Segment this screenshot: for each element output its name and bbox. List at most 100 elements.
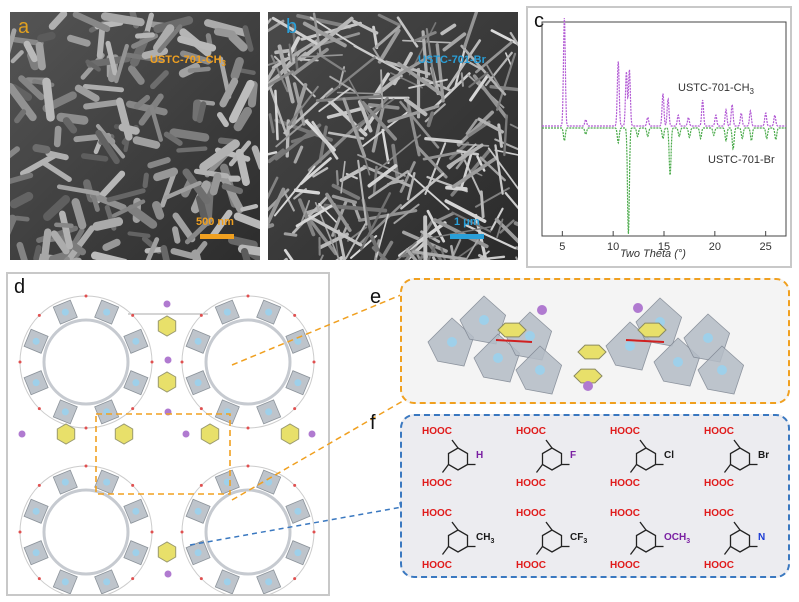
crystal-rod xyxy=(335,169,339,186)
oxygen-atom xyxy=(293,407,297,411)
crystal-rod xyxy=(318,202,337,223)
panel-letter-b: b xyxy=(286,16,298,38)
crystal-rod xyxy=(268,151,278,156)
crystal-rod xyxy=(54,222,74,229)
crystal-rod xyxy=(10,82,37,122)
substituent-label: Br xyxy=(758,450,770,461)
crystal-rod xyxy=(367,164,398,188)
crystal-rod xyxy=(268,70,295,88)
cage-pore xyxy=(42,488,130,576)
crystal-rod xyxy=(14,215,30,222)
oxygen-atom xyxy=(293,483,297,487)
crystal-rod xyxy=(490,29,518,46)
crystal-rod xyxy=(424,137,463,144)
ligand-structure xyxy=(723,521,758,555)
crystal-rod xyxy=(268,19,285,33)
cooh-label-bottom: HOOC xyxy=(704,560,734,571)
octagonal-cage-0 xyxy=(18,294,154,430)
crystal-rod xyxy=(496,218,504,239)
series-line-0 xyxy=(542,18,786,127)
crystal-rod xyxy=(299,16,354,62)
x-tick-label: 20 xyxy=(709,241,721,253)
metal-atom xyxy=(194,379,202,387)
substituent-label: F xyxy=(570,450,577,461)
oxygen-atom xyxy=(199,577,203,581)
panel-letter-a: a xyxy=(18,16,30,38)
crystal-rod xyxy=(228,235,258,250)
crystal-rod xyxy=(221,183,244,195)
crystal-rod xyxy=(10,172,34,185)
crystal-rod xyxy=(416,253,422,260)
benzene-left xyxy=(497,322,527,338)
crystal-rod xyxy=(96,25,106,59)
sem-image-b: b USTC-701-Br 1 μm xyxy=(268,12,518,260)
crystal-rod xyxy=(329,75,357,94)
crystal-rod xyxy=(95,129,120,165)
oxygen-atom xyxy=(18,530,22,534)
crystal-rod xyxy=(293,188,321,195)
halogen-atom xyxy=(182,430,190,438)
plot-frame xyxy=(541,21,787,237)
crystal-rod xyxy=(118,123,140,135)
oxygen-atom xyxy=(150,360,154,364)
oxygen-atom xyxy=(131,407,135,411)
crystal-rod xyxy=(35,41,46,71)
crystal-rod xyxy=(494,149,518,156)
benzene-ring-top2 xyxy=(157,371,177,393)
crystal-rod xyxy=(380,69,384,109)
crystal-rod xyxy=(422,150,463,161)
oxygen-atom xyxy=(131,313,135,317)
metal-atom xyxy=(265,308,273,316)
crystal-rod xyxy=(82,83,125,93)
crystal-rod xyxy=(457,110,495,147)
crystal-rod xyxy=(92,217,124,231)
carboxylate-bond xyxy=(495,339,533,343)
crystal-rod xyxy=(293,145,304,164)
metal-atom xyxy=(535,365,545,375)
crystal-rod xyxy=(442,32,467,52)
crystal-rod xyxy=(425,27,436,87)
crystal-rod xyxy=(308,217,338,256)
crystal-rod xyxy=(404,242,426,260)
crystal-rod xyxy=(56,184,100,196)
crystal-rod xyxy=(192,99,202,122)
crystal-rod xyxy=(213,27,236,39)
crystal-rod xyxy=(300,54,343,58)
substituent-label: CH3 xyxy=(476,532,495,545)
crystal-rod xyxy=(53,125,62,148)
cooh-label-top: HOOC xyxy=(516,508,546,519)
crystal-rod xyxy=(393,203,420,225)
crystal-rod xyxy=(196,101,207,124)
x-tick-label: 25 xyxy=(760,241,772,253)
crystal-rod xyxy=(170,248,195,259)
cooh-label-top: HOOC xyxy=(704,508,734,519)
framework-drawing xyxy=(18,294,316,594)
halogen-atom xyxy=(18,430,26,438)
crystal-rod xyxy=(216,112,229,128)
metal-atom xyxy=(447,337,457,347)
substituent-label: CF3 xyxy=(570,532,588,545)
legend-ch3: USTC-701-CH3 xyxy=(678,82,754,97)
halogen-atom xyxy=(537,305,547,315)
crystal-rod xyxy=(416,145,448,179)
crystal-rod xyxy=(292,47,329,76)
crystal-rod xyxy=(434,212,455,223)
crystal-rod xyxy=(71,198,87,230)
x-axis-label: Two Theta (°) xyxy=(620,248,686,260)
halogen-atom xyxy=(163,300,171,308)
x-tick-label: 15 xyxy=(658,241,670,253)
ligand-structure xyxy=(723,439,758,473)
crystal-rod xyxy=(440,23,457,36)
metal-atom xyxy=(132,507,140,515)
crystal-rod xyxy=(298,198,316,237)
metal-atom xyxy=(32,549,40,557)
crystal-rod xyxy=(209,209,233,239)
crystal-rod xyxy=(432,72,471,110)
crystal-rod xyxy=(42,77,55,122)
crystal-rod xyxy=(163,131,183,146)
crystal-rod xyxy=(268,176,279,200)
metal-atom xyxy=(194,337,202,345)
oxygen-atom xyxy=(84,294,88,298)
crystal-rod xyxy=(357,153,406,177)
